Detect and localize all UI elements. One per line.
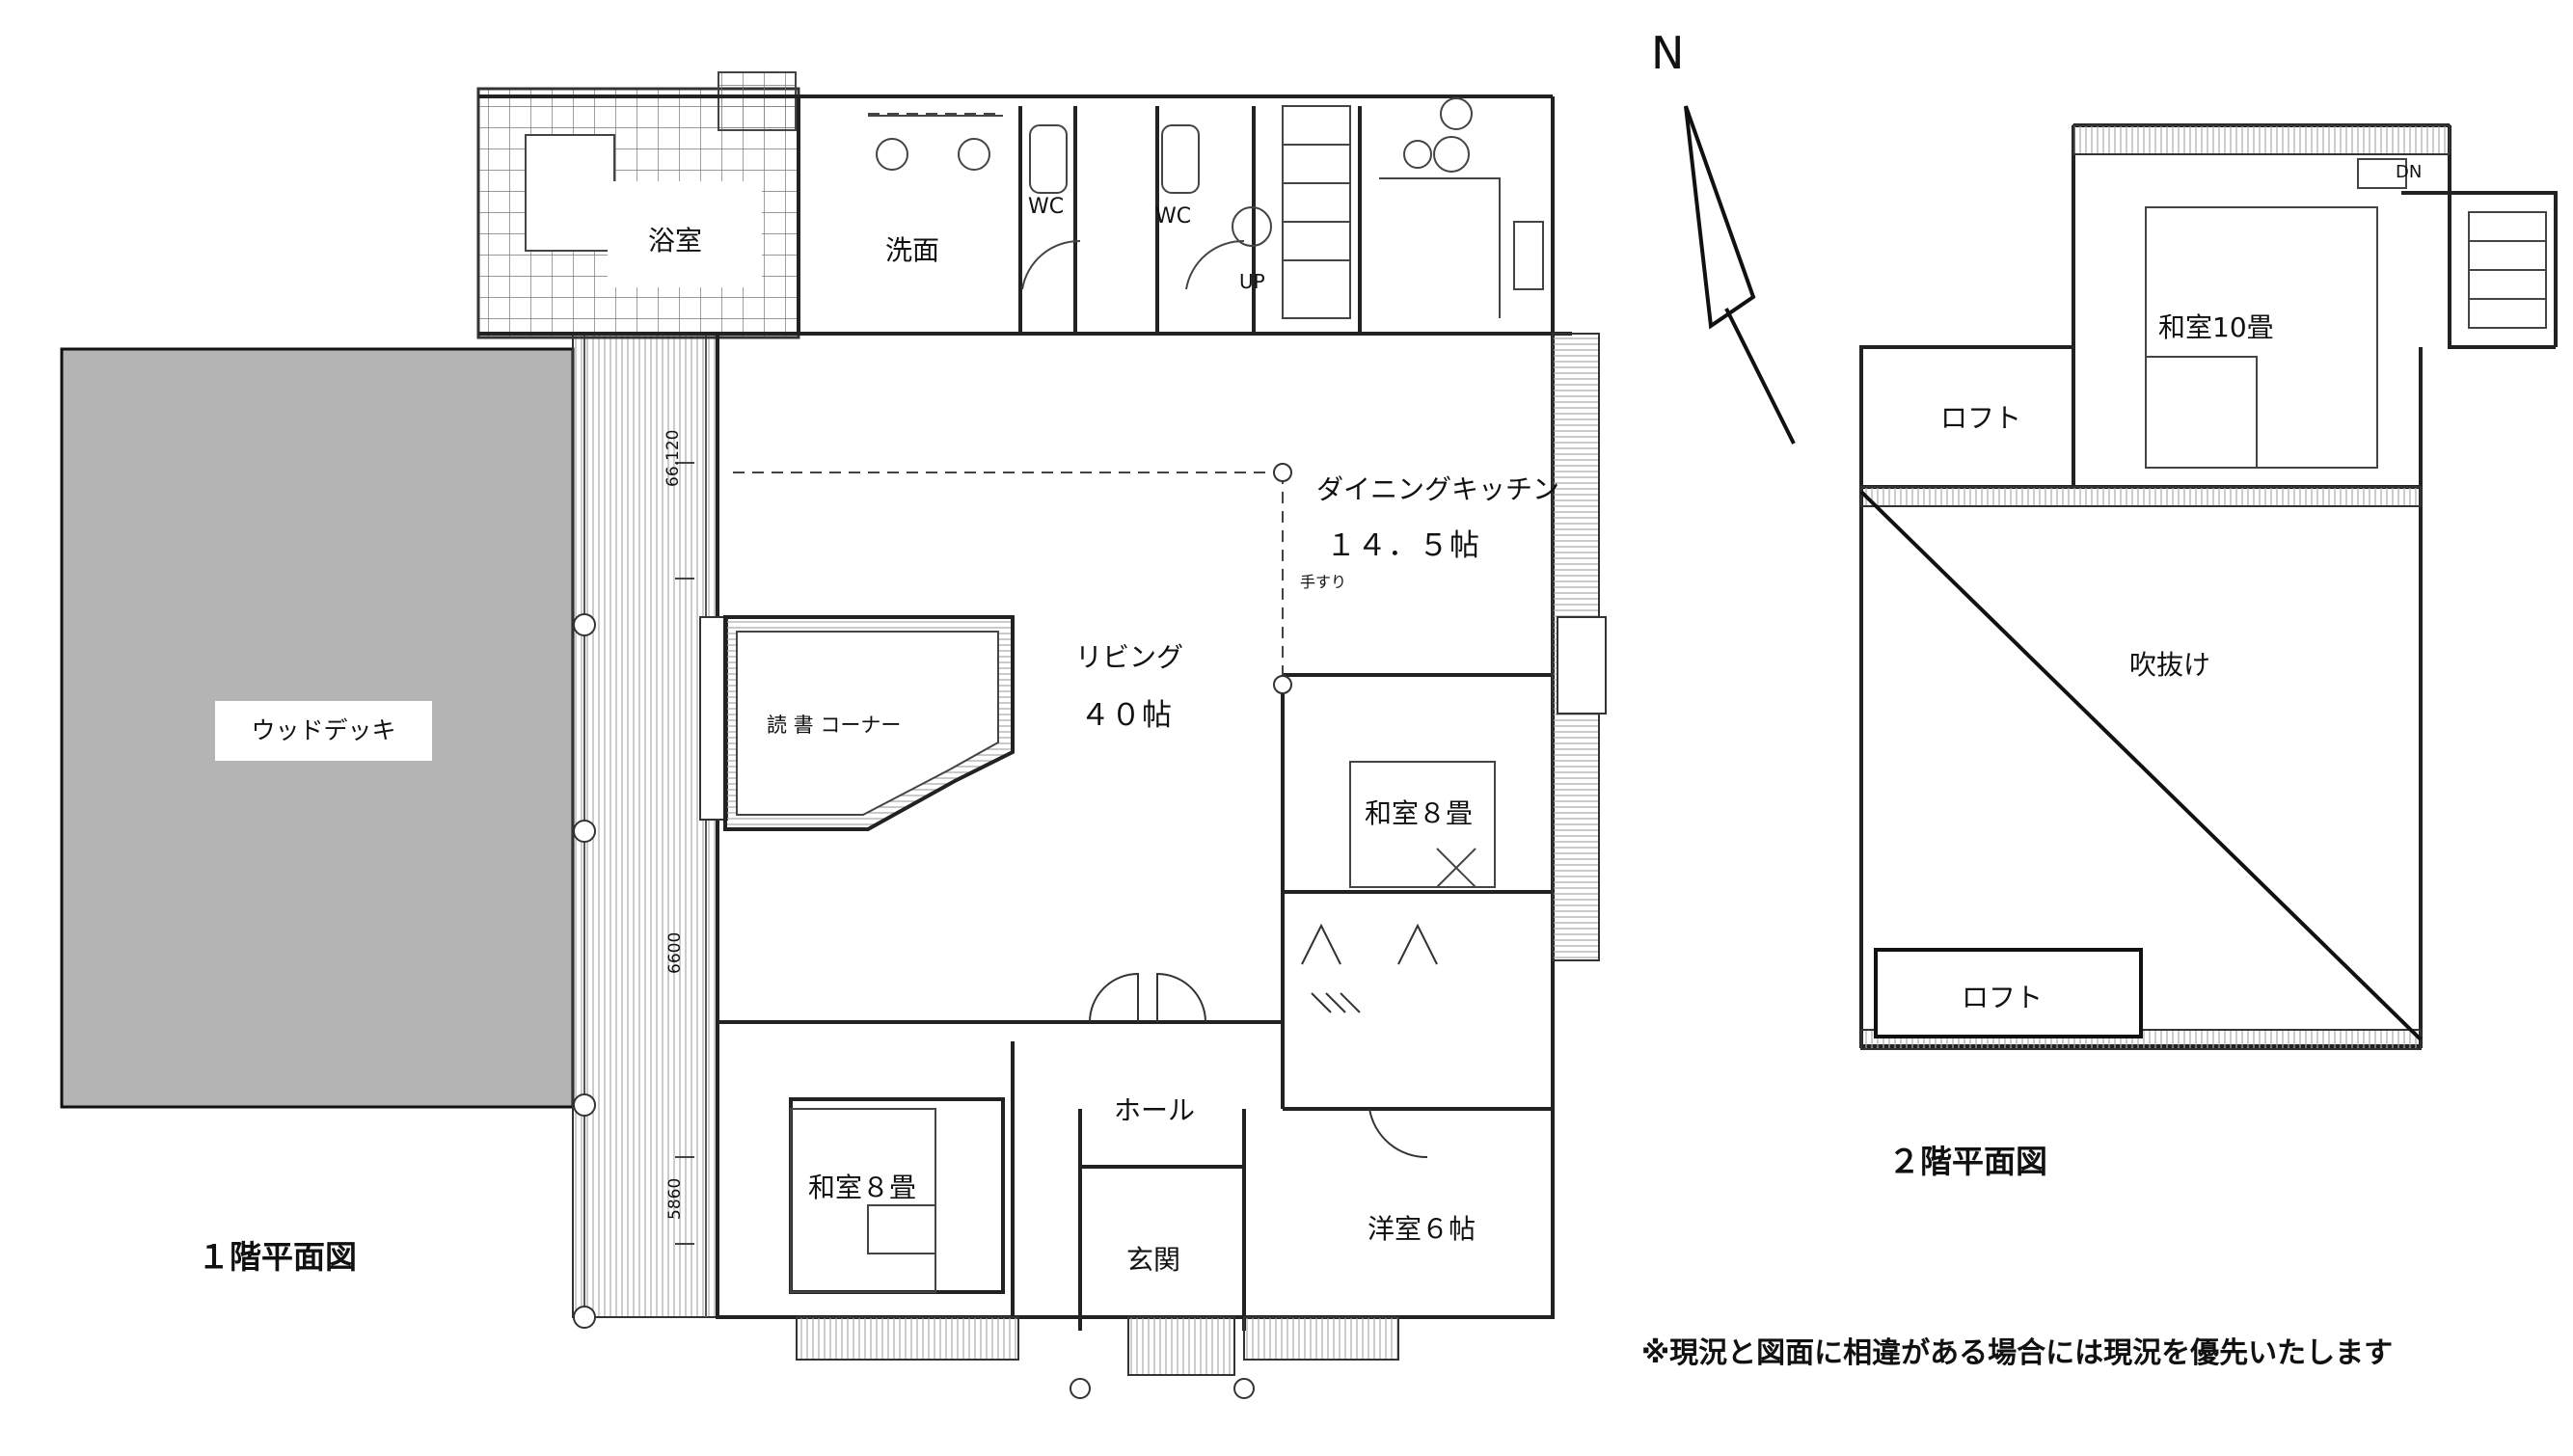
dining-kitchen-label: ダイニングキッチン	[1316, 473, 1560, 505]
dim-2: 6600	[665, 931, 685, 974]
washroom-label: 洗面	[885, 234, 940, 266]
washitsu-10-label: 和室10畳	[2158, 311, 2274, 343]
disclaimer-note: ※現況と図面に相違がある場合には現況を優先いたします	[1641, 1336, 2394, 1370]
washitsu-north-label: 和室８畳	[1365, 797, 1474, 829]
western-room-label: 洋室６帖	[1368, 1213, 1476, 1245]
dim-3: 5860	[665, 1177, 685, 1220]
veranda-strip	[572, 333, 718, 1318]
atrium-label: 吹抜け	[2129, 649, 2211, 681]
entrance-label: 玄関	[1126, 1244, 1181, 1276]
north-arrow	[1684, 105, 1756, 330]
dim-1: 66.120	[664, 429, 683, 487]
plan1-caption: １階平面図	[198, 1238, 357, 1276]
loft-bottom-label: ロフト	[1962, 982, 2044, 1013]
wc2-label: WC	[1155, 204, 1192, 229]
dining-kitchen-size: １４．５帖	[1326, 528, 1480, 563]
north-label: N	[1651, 27, 1685, 79]
living-label: リビング	[1075, 641, 1184, 673]
loft-bottom-box	[1874, 948, 2143, 1038]
bath-label: 浴室	[648, 225, 703, 256]
handrail-label: 手すり	[1300, 573, 1347, 591]
plan2-caption: ２階平面図	[1888, 1143, 2047, 1180]
atrium-diagonal	[1859, 490, 2423, 1041]
hall-label: ホール	[1114, 1094, 1196, 1126]
up-label: UP	[1239, 270, 1265, 293]
reading-corner-label: 読 書 コーナー	[767, 714, 902, 737]
dn-label: DN	[2396, 162, 2423, 182]
wood-deck-label: ウッドデッキ	[215, 701, 432, 761]
washitsu-south-label: 和室８畳	[808, 1172, 917, 1203]
wc1-label: WC	[1028, 195, 1065, 219]
loft-top-label: ロフト	[1940, 402, 2022, 434]
living-size: ４０帖	[1080, 698, 1173, 733]
